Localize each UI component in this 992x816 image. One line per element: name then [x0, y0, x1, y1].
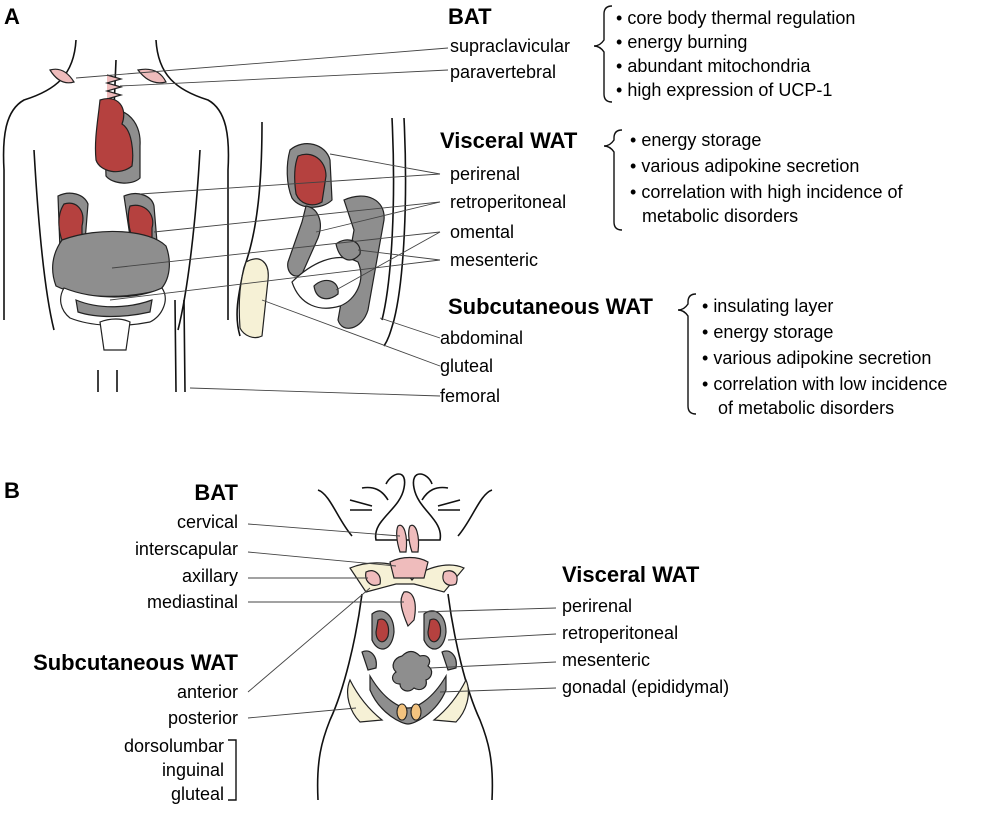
b-depot-axillary: axillary: [182, 566, 238, 586]
omental-fat-side: [313, 279, 339, 300]
mesenteric-fat-front: [75, 299, 153, 318]
panel-b-letter: B: [4, 478, 20, 503]
subcutaneous-brace: [677, 293, 697, 415]
panel-a-bat-labels: BAT supraclavicular paravertebral • core…: [448, 4, 855, 103]
bat-feature-2: • energy burning: [616, 32, 747, 52]
b-depot-anterior: anterior: [177, 682, 238, 702]
visceral-feature-3-cont: metabolic disorders: [642, 206, 798, 226]
kidney-right-mouse: [427, 618, 442, 643]
visceral-feature-2: • various adipokine secretion: [630, 156, 859, 176]
bat-feature-4: • high expression of UCP-1: [616, 80, 832, 100]
panel-a-letter: A: [4, 4, 20, 29]
depot-mesenteric: mesenteric: [450, 250, 538, 270]
panel-b-bat-labels: BAT cervical interscapular axillary medi…: [135, 480, 239, 612]
depot-abdominal: abdominal: [440, 328, 523, 348]
testis-left: [396, 703, 408, 721]
subcutaneous-feature-4: • correlation with low incidence: [702, 374, 947, 394]
mesenteric-fat-side: [335, 239, 361, 261]
paravertebral-fat: [104, 74, 124, 100]
panel-b-subcutaneous-labels: Subcutaneous WAT anterior posterior dors…: [33, 650, 238, 804]
retroperitoneal-fat-left: [361, 650, 377, 671]
panel-b-visceral-labels: Visceral WAT perirenal retroperitoneal m…: [562, 562, 729, 697]
panel-a-subcutaneous-labels: Subcutaneous WAT abdominal gluteal femor…: [440, 293, 947, 418]
b-depot-perirenal: perirenal: [562, 596, 632, 616]
b-depot-posterior: posterior: [168, 708, 238, 728]
depot-femoral: femoral: [440, 386, 500, 406]
depot-paravertebral: paravertebral: [450, 62, 556, 82]
b-depot-retroperitoneal: retroperitoneal: [562, 623, 678, 643]
cervical-fat-left: [396, 524, 408, 553]
b-depot-inguinal: inguinal: [162, 760, 224, 780]
cervical-fat-right: [408, 524, 420, 553]
b-depot-gluteal: gluteal: [171, 784, 224, 804]
depot-perirenal: perirenal: [450, 164, 520, 184]
b-subcutaneous-heading: Subcutaneous WAT: [33, 650, 238, 675]
heart-fat: [94, 98, 134, 173]
visceral-brace: [603, 129, 623, 231]
b-depot-dorsolumbar: dorsolumbar: [124, 736, 224, 756]
interscapular-fat: [389, 556, 429, 579]
kidney-left-mouse: [375, 618, 390, 643]
subcutaneous-heading: Subcutaneous WAT: [448, 294, 653, 319]
kidney-side: [294, 153, 327, 206]
testis-right: [410, 703, 422, 721]
supraclavicular-fat-left: [49, 68, 75, 84]
bat-heading: BAT: [448, 4, 492, 29]
b-depot-interscapular: interscapular: [135, 539, 238, 559]
b-depot-mesenteric: mesenteric: [562, 650, 650, 670]
panel-a-visceral-labels: Visceral WAT perirenal retroperitoneal o…: [440, 128, 903, 270]
subcutaneous-feature-4-cont: of metabolic disorders: [718, 398, 894, 418]
b-depot-gonadal: gonadal (epididymal): [562, 677, 729, 697]
b-visceral-heading: Visceral WAT: [562, 562, 700, 587]
b-depot-mediastinal: mediastinal: [147, 592, 238, 612]
bat-feature-1: • core body thermal regulation: [616, 8, 855, 28]
b-bat-heading: BAT: [194, 480, 238, 505]
lower-abdomen: [99, 318, 131, 351]
bat-brace: [593, 5, 613, 103]
b-posterior-bracket: [228, 739, 237, 801]
mesenteric-fat-mouse: [391, 650, 433, 692]
visceral-feature-3: • correlation with high incidence of: [630, 182, 903, 202]
human-front-illustration: [2, 39, 230, 393]
mouse-illustration: [316, 473, 494, 801]
depot-gluteal: gluteal: [440, 356, 493, 376]
b-depot-cervical: cervical: [177, 512, 238, 532]
retroperitoneal-fat-right: [441, 650, 457, 671]
subcutaneous-posterior-right: [432, 678, 469, 723]
bat-feature-3: • abundant mitochondria: [616, 56, 811, 76]
axillary-fat-left: [365, 570, 381, 586]
subcutaneous-feature-3: • various adipokine secretion: [702, 348, 931, 368]
subcutaneous-posterior-left: [347, 678, 384, 723]
gluteal-fat-side: [238, 258, 269, 339]
subcutaneous-feature-2: • energy storage: [702, 322, 833, 342]
human-side-illustration: [236, 117, 407, 347]
axillary-fat-right: [442, 570, 458, 586]
panel-b-leader-lines: [247, 523, 557, 719]
depot-omental: omental: [450, 222, 514, 242]
subcutaneous-feature-1: • insulating layer: [702, 296, 833, 316]
visceral-feature-1: • energy storage: [630, 130, 761, 150]
panel-a-leader-lines: [75, 47, 449, 397]
depot-retroperitoneal: retroperitoneal: [450, 192, 566, 212]
depot-supraclavicular: supraclavicular: [450, 36, 570, 56]
mediastinal-fat: [400, 591, 416, 628]
visceral-heading: Visceral WAT: [440, 128, 578, 153]
